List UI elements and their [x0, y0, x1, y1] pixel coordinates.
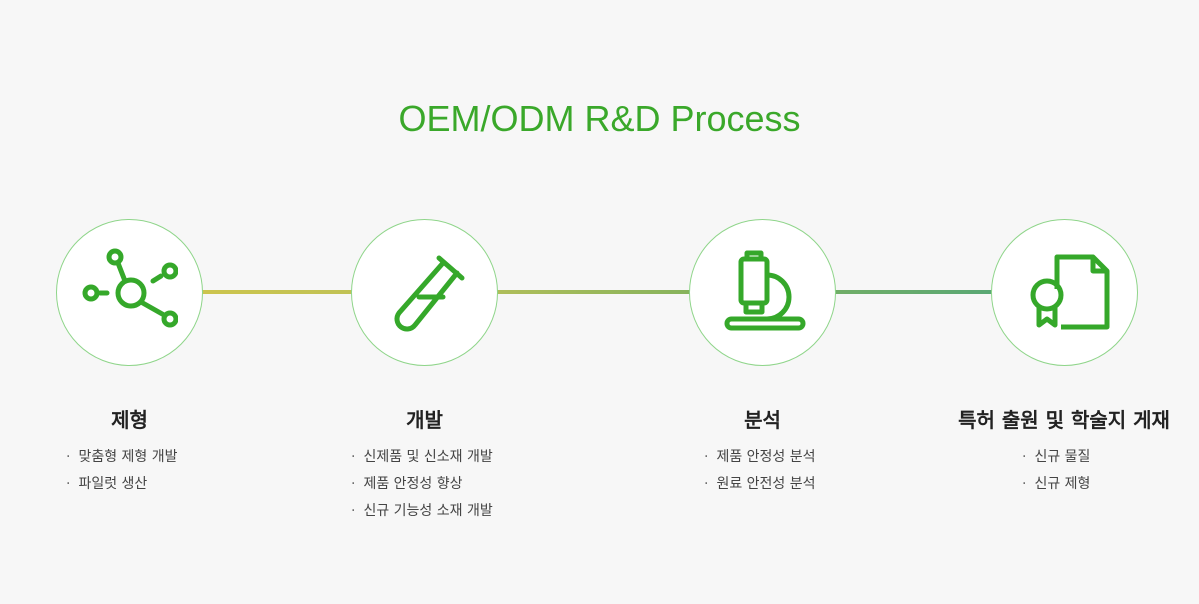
list-item: 맞춤형 제형 개발: [66, 444, 177, 471]
list-item: 신규 물질: [1022, 444, 1090, 471]
step-circle-patent: [991, 219, 1138, 366]
step-circle-formulation: [56, 219, 203, 366]
list-item: 신규 제형: [1022, 471, 1090, 498]
list-item: 원료 안전성 분석: [704, 471, 815, 498]
microscope-icon: [724, 250, 805, 330]
step-item-list: 맞춤형 제형 개발 파일럿 생산: [66, 444, 178, 498]
step-title: 특허 출원 및 학술지 게재: [958, 408, 1170, 432]
step-circle-analysis: [689, 219, 836, 366]
step-title: 제형: [111, 408, 148, 432]
list-item: 파일럿 생산: [66, 471, 178, 498]
page-title: OEM/ODM R&D Process: [398, 98, 801, 139]
certificate-icon: [1030, 254, 1109, 329]
list-item: 신규 기능성 소재 개발: [351, 498, 492, 525]
step-item-list: 신제품 및 신소재 개발 제품 안정성 향상 신규 기능성 소재 개발: [351, 444, 493, 525]
step-title: 개발: [406, 408, 443, 432]
molecule-icon: [82, 248, 178, 327]
step-circle-development: [351, 219, 498, 366]
step-item-list: 신규 물질 신규 제형: [1022, 444, 1090, 498]
list-item: 제품 안정성 향상: [351, 471, 493, 498]
process-connector-line: [130, 290, 1065, 294]
list-item: 신제품 및 신소재 개발: [351, 444, 492, 471]
test-tube-icon: [394, 255, 464, 331]
list-item: 제품 안정성 분석: [704, 444, 815, 471]
step-item-list: 제품 안정성 분석 원료 안전성 분석: [704, 444, 815, 498]
step-title: 분석: [744, 408, 781, 432]
